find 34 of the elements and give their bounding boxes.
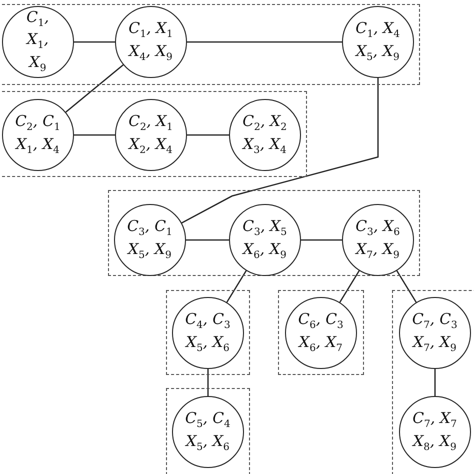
connector-line xyxy=(186,239,229,241)
connector-line xyxy=(396,270,417,303)
node-label: C$_{3}$, C$_{1}$ X$_{5}$, X$_{9}$ xyxy=(126,217,174,262)
node-label: C$_{2}$, C$_{1}$ X$_{1}$, X$_{4}$ xyxy=(14,112,62,158)
node-label: C$_{3}$, X$_{6}$ X$_{7}$, X$_{9}$ xyxy=(354,217,401,262)
dashed-group-box xyxy=(166,290,250,375)
connector-line xyxy=(187,134,229,136)
node-label: C$_{3}$, X$_{5}$ X$_{6}$, X$_{9}$ xyxy=(241,217,288,262)
dashed-group-box xyxy=(108,190,420,276)
node-label: C$_{1}$, X$_{1}$ X$_{4}$, X$_{9}$ xyxy=(127,19,174,64)
node-label: C$_{4}$, C$_{3}$ X$_{5}$, X$_{6}$ xyxy=(184,310,232,356)
node-label: C$_{2}$, X$_{1}$ X$_{2}$, X$_{4}$ xyxy=(127,112,174,158)
connector-line xyxy=(74,41,115,43)
connector-line xyxy=(339,270,360,303)
node-label: C$_{1}$, X$_{4}$ X$_{5}$, X$_{9}$ xyxy=(354,19,401,64)
connector-line xyxy=(301,239,342,241)
node-label: C$_{7}$, C$_{3}$ X$_{7}$, X$_{9}$ xyxy=(411,310,458,356)
connector-line xyxy=(226,270,247,303)
connector-line xyxy=(65,64,124,113)
connector-line xyxy=(187,41,342,43)
dashed-group-box xyxy=(278,290,364,375)
dashed-group-box xyxy=(166,388,250,474)
dashed-group-box xyxy=(0,4,420,85)
node-label: C$_{1}$, X$_{1}$, X$_{9}$ xyxy=(24,8,50,76)
dashed-group-box xyxy=(392,290,474,474)
connector-line xyxy=(207,369,209,396)
connector-line xyxy=(434,369,436,396)
node-label: C$_{6}$, C$_{3}$ X$_{6}$, X$_{7}$ xyxy=(297,310,344,356)
connector-line xyxy=(181,78,379,224)
node-label: C$_{5}$, C$_{4}$ X$_{5}$, X$_{6}$ xyxy=(184,409,232,454)
dashed-group-box xyxy=(0,91,307,177)
node-label: C$_{7}$, X$_{7}$ X$_{8}$, X$_{9}$ xyxy=(411,409,458,454)
node-label: C$_{2}$, X$_{2}$ X$_{3}$, X$_{4}$ xyxy=(241,112,288,158)
connector-line xyxy=(74,134,115,136)
